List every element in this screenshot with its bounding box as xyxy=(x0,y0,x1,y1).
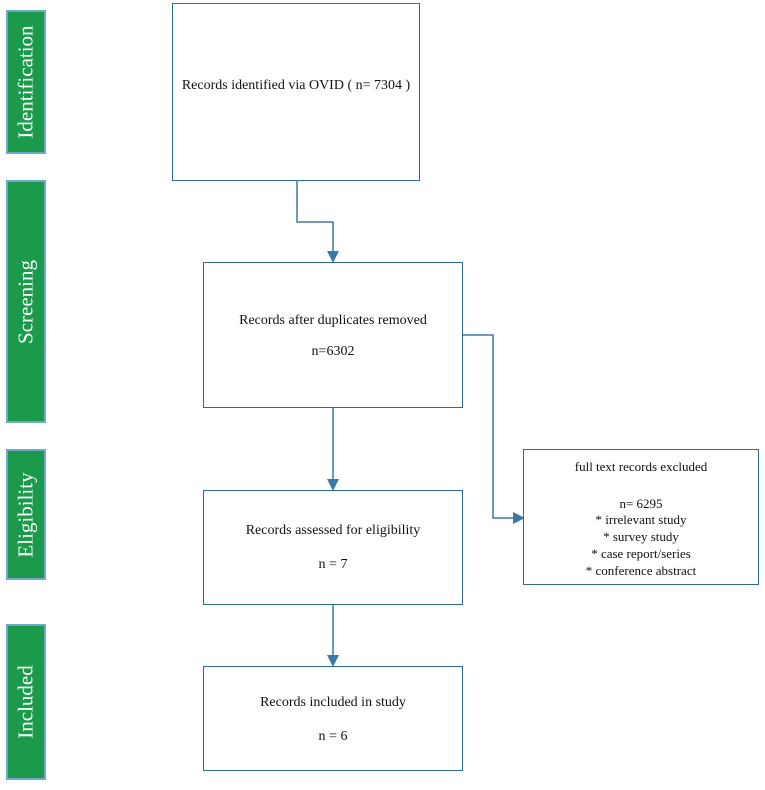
exclusion-reason: * case report/series xyxy=(591,545,691,561)
records-identified-box: Records identified via OVID ( n= 7304 ) xyxy=(172,3,420,181)
records-excluded-title: full text records excluded xyxy=(574,459,708,474)
stage-screening: Screening xyxy=(6,180,46,423)
stage-included: Included xyxy=(6,624,46,780)
stage-eligibility: Eligibility xyxy=(6,449,46,580)
records-included-title: Records included in study xyxy=(260,695,406,710)
exclusion-reason: * conference abstract xyxy=(585,562,697,578)
records-included-box: Records included in study n = 6 xyxy=(203,666,463,771)
arrow-screened-to-excluded xyxy=(463,334,525,524)
records-screened-title: Records after duplicates removed xyxy=(239,313,427,328)
records-excluded-count: n= 6295 xyxy=(619,496,663,511)
exclusion-reason: * survey study xyxy=(603,528,679,544)
exclusion-reason: * irrelevant study xyxy=(595,512,687,527)
records-screened-count: n=6302 xyxy=(311,344,355,359)
records-included-count: n = 6 xyxy=(318,729,348,744)
stage-identification: Identification xyxy=(6,10,46,154)
records-eligibility-title: Records assessed for eligibility xyxy=(245,523,421,538)
records-screened-box: Records after duplicates removed n=6302 xyxy=(203,262,463,408)
records-eligibility-box: Records assessed for eligibility n = 7 xyxy=(203,490,463,605)
records-eligibility-count: n = 7 xyxy=(318,557,348,572)
records-identified-text: Records identified via OVID ( n= 7304 ) xyxy=(181,78,411,93)
arrow-identified-to-screened xyxy=(296,181,339,263)
exclusion-reasons-list: * irrelevant study * survey study * case… xyxy=(524,512,758,580)
records-excluded-box: full text records excluded n= 6295 * irr… xyxy=(523,449,759,585)
